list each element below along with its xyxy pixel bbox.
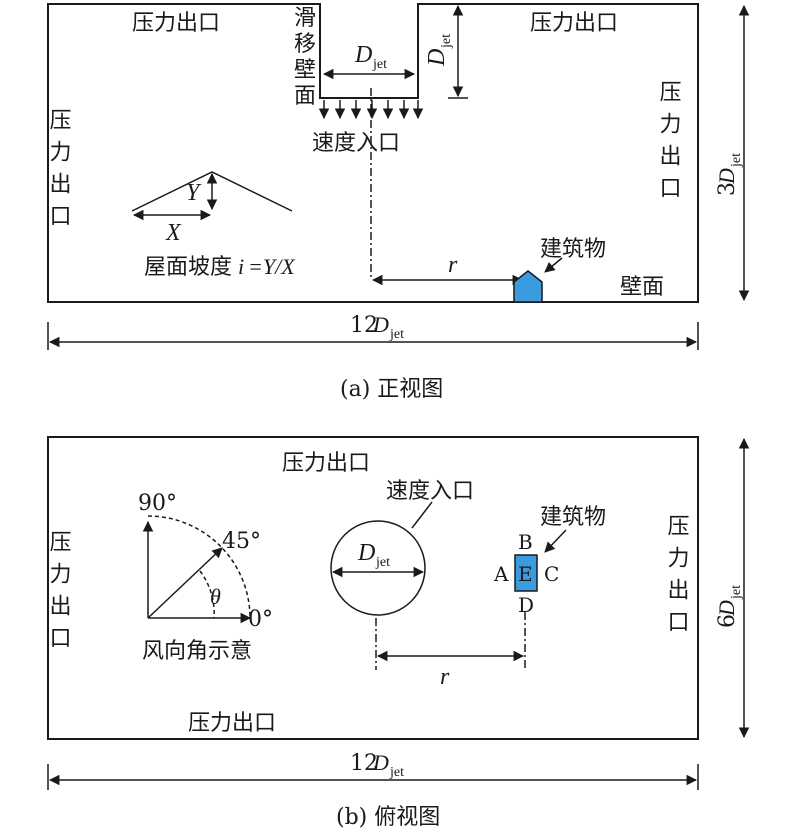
top-building-shape: [514, 554, 538, 592]
roof-slope-Y-label: Y: [186, 180, 202, 206]
top-building-label: 建筑物: [540, 505, 606, 530]
top-6djet-label: 6 D jet: [714, 585, 744, 628]
front-djet-depth-label: D jet: [424, 34, 454, 67]
front-3djet-label: 3 D jet: [714, 153, 744, 196]
front-velocity-inlet-label: 速度入口: [312, 131, 400, 156]
front-building-pointer: [544, 257, 563, 273]
front-r-label: r: [448, 252, 458, 278]
front-outlet-right: 压力出口: [656, 80, 682, 208]
top-point-C: C: [544, 562, 559, 586]
top-point-A: A: [493, 562, 509, 586]
slip-wall-char-2: 移: [294, 32, 316, 57]
top-djet-D: D: [357, 540, 375, 566]
front-caption: (a) 正视图: [340, 377, 443, 402]
top-point-D: D: [518, 593, 534, 617]
roof-slope-X-label: X: [165, 220, 182, 246]
front-building-label: 建筑物: [540, 237, 606, 262]
top-velocity-inlet-pointer: [411, 501, 433, 529]
top-12djet-sub: jet: [389, 765, 404, 780]
front-3djet-sub: jet: [729, 153, 744, 168]
slip-wall-char-3: 壁: [294, 58, 316, 83]
wind-angle-90-label: 90°: [138, 491, 177, 516]
slip-wall-char-1: 滑: [294, 6, 316, 31]
front-12djet-sub: jet: [389, 327, 404, 342]
front-djet-depth-D: D: [424, 49, 450, 67]
top-velocity-inlet-label: 速度入口: [386, 479, 474, 504]
roof-slope-formula-i: i: [238, 254, 244, 279]
top-caption: (b) 俯视图: [336, 805, 440, 830]
wind-angle-45-label: 45°: [222, 529, 261, 554]
top-jet-circle: [330, 520, 426, 616]
wind-angle-title: 风向角示意: [142, 639, 252, 664]
top-outlet-top: 压力出口: [282, 451, 370, 476]
top-6djet-sub: jet: [729, 585, 744, 600]
front-outlet-left-label: 压力出口: [46, 108, 72, 236]
wind-angle-theta-label: θ: [210, 584, 221, 609]
top-12djet-factor: 12: [350, 751, 378, 776]
top-building-pointer: [544, 529, 567, 553]
top-point-B: B: [518, 530, 533, 554]
top-r-label: r: [440, 664, 450, 690]
top-outlet-right: 压力出口: [664, 514, 690, 642]
roof-slope-triangle: [131, 171, 293, 212]
front-wall-label: 壁面: [620, 275, 664, 300]
front-3djet-D: D: [714, 168, 739, 185]
top-domain-outline: [47, 436, 699, 740]
top-6djet-factor: 6: [715, 614, 740, 628]
front-3djet-factor: 3: [715, 182, 740, 196]
roof-slope-title: 屋面坡度: [144, 255, 232, 280]
wind-angle-theta-arc: [199, 570, 215, 619]
wind-angle-arc: [147, 515, 251, 619]
top-12djet-D: D: [372, 750, 389, 775]
top-point-E: E: [518, 562, 533, 586]
front-building-shape: [513, 270, 543, 303]
front-outlet-left: 压力出口: [46, 108, 72, 236]
front-djet-width-sub: jet: [372, 57, 387, 72]
front-djet-depth-sub: jet: [439, 34, 454, 49]
front-outlet-top-right: 压力出口: [530, 11, 618, 36]
top-outlet-bottom: 压力出口: [188, 711, 276, 736]
top-6djet-D: D: [714, 600, 739, 617]
front-outlet-top-left: 压力出口: [132, 11, 220, 36]
velocity-inlet-arrows: [318, 100, 424, 120]
top-outlet-left: 压力出口: [46, 530, 72, 658]
slip-wall-char-4: 面: [294, 84, 316, 109]
front-domain-outline: [47, 3, 699, 303]
wind-angle-45-arrow: [147, 547, 223, 619]
front-12djet-factor: 12: [350, 313, 378, 338]
top-view: 压力出口 压力出口 压力出口 压力出口 90° 45° 0° θ 风向角示意 D…: [46, 436, 750, 830]
front-12djet-D: D: [372, 312, 389, 337]
wind-angle-0-label: 0°: [248, 607, 273, 632]
front-view: 压力出口 压力出口 压力出口 压力出口 滑 移 壁 面 D jet D jet: [46, 3, 750, 402]
roof-slope-formula-rest: =Y/X: [248, 254, 296, 279]
front-djet-width-D: D: [354, 42, 372, 68]
top-djet-sub: jet: [375, 555, 390, 570]
front-outlet-right-label: 压力出口: [656, 80, 682, 208]
